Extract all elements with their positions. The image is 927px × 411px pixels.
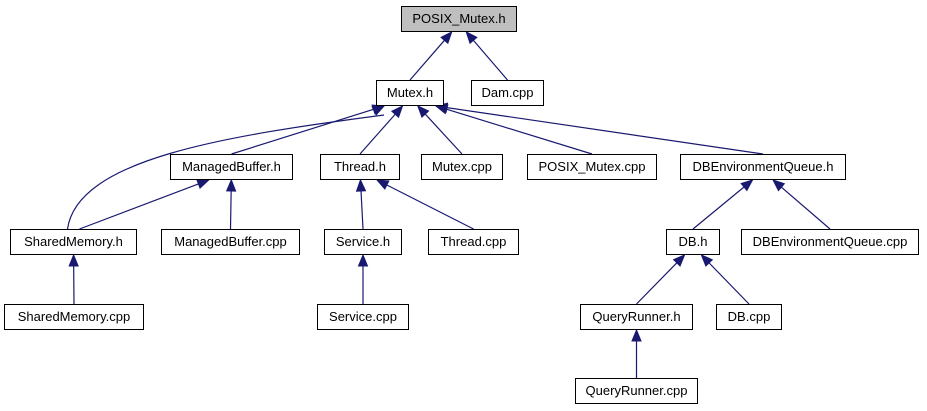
edge-db_h-to-dbenvironmentqueue_h [692,186,745,230]
edge-posix_mutex_cpp-to-mutex_h [446,108,593,155]
arrowhead-queryrunner_cpp-to-queryrunner_h [631,328,642,342]
node-service-cpp[interactable]: Service.cpp [317,304,409,330]
arrowhead-db_h-to-dbenvironmentqueue_h [740,179,754,192]
node-queryrunner-cpp[interactable]: QueryRunner.cpp [575,378,698,404]
edge-queryrunner_h-to-db_h [636,262,678,305]
node-posix-mutex-cpp[interactable]: POSIX_Mutex.cpp [527,154,657,180]
node-thread-cpp[interactable]: Thread.cpp [428,229,519,255]
arrowhead-sharedmemory_cpp-to-sharedmemory_h [68,253,79,267]
node-dam-cpp[interactable]: Dam.cpp [471,80,544,106]
arrowhead-dam_cpp-to-posix_mutex_h [465,30,478,45]
node-dbenvironmentqueue-h[interactable]: DBEnvironmentQueue.h [680,154,846,180]
edge-sharedmemory_h-to-mutex_h [66,114,385,230]
node-service-h[interactable]: Service.h [324,229,402,255]
arrowhead-mutex_cpp-to-mutex_h [416,105,430,119]
node-managedbuffer-cpp[interactable]: ManagedBuffer.cpp [161,229,300,255]
node-mutex-h[interactable]: Mutex.h [376,80,444,106]
arrowhead-mutex_h-to-posix_mutex_h [440,31,453,45]
node-dbenvironmentqueue-cpp[interactable]: DBEnvironmentQueue.cpp [741,229,919,255]
node-queryrunner-h[interactable]: QueryRunner.h [580,304,693,330]
node-managedbuffer-h[interactable]: ManagedBuffer.h [170,154,293,180]
edge-db_cpp-to-db_h [708,262,750,305]
edge-dbenvironmentqueue_cpp-to-dbenvironmentqueue_h [780,186,831,230]
arrowhead-thread_cpp-to-thread_h [375,179,390,190]
node-posix-mutex-h: POSIX_Mutex.h [401,6,517,32]
arrowhead-service_cpp-to-service_h [357,253,369,267]
node-sharedmemory-h[interactable]: SharedMemory.h [10,229,137,255]
edge-managedbuffer_cpp-to-managedbuffer_h [229,190,232,230]
arrowhead-service_h-to-thread_h [355,178,367,192]
edge-sharedmemory_h-to-managedbuffer_h [79,183,199,230]
node-db-h[interactable]: DB.h [666,229,720,255]
edge-thread_cpp-to-thread_h [386,184,474,230]
arrowhead-sharedmemory_h-to-managedbuffer_h [196,179,210,189]
node-thread-h[interactable]: Thread.h [320,154,400,180]
edge-mutex_cpp-to-mutex_h [424,113,463,155]
edge-dam_cpp-to-posix_mutex_h [472,39,508,81]
node-mutex-cpp[interactable]: Mutex.cpp [421,154,503,180]
arrowhead-thread_h-to-mutex_h [390,105,404,119]
node-sharedmemory-cpp[interactable]: SharedMemory.cpp [4,304,144,330]
arrowhead-managedbuffer_cpp-to-managedbuffer_h [225,178,237,192]
node-db-cpp[interactable]: DB.cpp [716,304,782,330]
arrowhead-db_cpp-to-db_h [700,254,714,267]
arrowhead-dbenvironmentqueue_cpp-to-dbenvironmentqueue_h [772,179,786,192]
arrowhead-queryrunner_h-to-db_h [672,254,686,267]
edge-mutex_h-to-posix_mutex_h [409,39,445,81]
edge-dbenvironmentqueue_h-to-mutex_h [446,107,764,155]
arrowhead-sharedmemory_h-to-mutex_h [371,105,386,116]
edge-service_h-to-thread_h [360,190,364,230]
edge-thread_h-to-mutex_h [359,113,396,155]
edge-managedbuffer_h-to-mutex_h [231,108,374,155]
